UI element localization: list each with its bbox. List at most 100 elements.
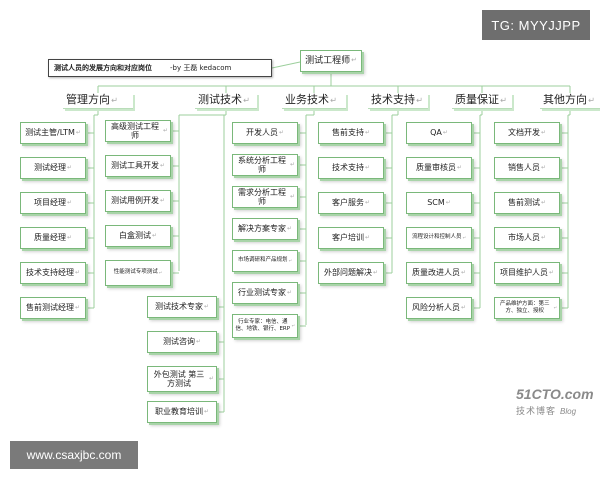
paragraph-mark: ↵	[553, 305, 557, 311]
role-4-4: 客户培训↵	[318, 227, 384, 249]
paragraph-mark: ↵	[364, 198, 371, 206]
role-4-4-text: 客户培训	[331, 233, 364, 243]
role-3-3: 需求分析工程师↵	[232, 186, 298, 208]
paragraph-mark: ↵	[500, 95, 507, 105]
role-2-2: 测试工具开发↵	[105, 155, 171, 177]
role-6-5: 项目维护人员↵	[494, 262, 560, 284]
role-2-extra-2: 测试咨询↵	[147, 331, 217, 353]
paragraph-mark: ↵	[75, 128, 81, 136]
paragraph-mark: ↵	[289, 192, 295, 200]
role-6-5-text: 项目维护人员	[499, 268, 548, 278]
role-3-6-text: 行业测试专家	[237, 288, 286, 298]
role-4-2-text: 技术支持	[331, 163, 364, 173]
role-3-6: 行业测试专家↵	[232, 282, 298, 304]
category-1-text: 管理方向	[66, 93, 110, 106]
category-5-text: 质量保证	[455, 93, 499, 106]
paragraph-mark: ↵	[203, 302, 210, 310]
paragraph-mark: ↵	[540, 198, 547, 206]
role-5-5: 质量改进人员↵	[406, 262, 472, 284]
category-5: 质量保证↵	[452, 93, 512, 109]
paragraph-mark: ↵	[74, 303, 81, 311]
role-6-6: 产品维护方面：第三方、独立、授权↵	[494, 297, 560, 319]
paragraph-mark: ↵	[445, 198, 451, 206]
role-3-7: 行业专家：电信、通信、地铁、银行、ERP↵	[232, 314, 298, 338]
blog-watermark-cn: 技术博客	[516, 406, 557, 416]
role-5-5-text: 质量改进人员	[411, 268, 460, 278]
root-node-text: 测试工程师	[305, 55, 351, 66]
role-6-4: 市场人员↵	[494, 227, 560, 249]
paragraph-mark: ↵	[364, 233, 371, 241]
role-2-1-text: 高级测试工程师	[110, 121, 159, 140]
role-2-extra-2-text: 测试咨询	[162, 337, 195, 347]
root-node: 测试工程师↵	[300, 50, 362, 72]
paragraph-mark: ↵	[162, 126, 168, 134]
tg-watermark: TG: MYYJJPP	[482, 10, 590, 40]
role-1-5: 技术支持经理↵	[20, 262, 86, 284]
category-2: 测试技术↵	[195, 93, 257, 109]
role-4-1: 售前支持↵	[318, 122, 384, 144]
role-2-extra-1: 测试技术专家↵	[147, 296, 217, 318]
paragraph-mark: ↵	[243, 95, 250, 105]
category-2-text: 测试技术	[198, 93, 242, 106]
role-2-extra-3: 外包测试 第三方测试↵	[147, 366, 217, 392]
role-5-6-text: 风险分析人员	[411, 303, 460, 313]
paragraph-mark: ↵	[540, 233, 547, 241]
role-1-3-text: 项目经理	[33, 198, 66, 208]
paragraph-mark: ↵	[548, 268, 555, 276]
role-6-6-text: 产品维护方面：第三方、独立、授权	[500, 300, 550, 314]
diagram-byline: -by 王磊 kedacom	[170, 64, 232, 72]
paragraph-mark: ↵	[66, 198, 73, 206]
paragraph-mark: ↵	[460, 303, 467, 311]
category-6-text: 其他方向	[543, 93, 587, 106]
role-5-3: SCM↵	[406, 192, 472, 214]
role-2-1: 高级测试工程师↵	[105, 120, 171, 142]
role-2-extra-3-text: 外包测试 第三方测试	[153, 369, 205, 388]
role-1-1: 测试主管/LTM↵	[20, 122, 86, 144]
paragraph-mark: ↵	[364, 128, 371, 136]
paragraph-mark: ↵	[286, 288, 293, 296]
diagram-title-box: 测试人员的发展方向和对应岗位 -by 王磊 kedacom	[48, 59, 272, 77]
role-2-4-text: 白盒测试	[118, 231, 151, 241]
paragraph-mark: ↵	[158, 270, 163, 276]
paragraph-mark: ↵	[208, 374, 214, 382]
paragraph-mark: ↵	[159, 161, 166, 169]
role-5-3-text: SCM	[427, 198, 445, 208]
role-2-5-text: 性能测试专项测试	[113, 269, 158, 276]
role-1-6: 售前测试经理↵	[20, 297, 86, 319]
paragraph-mark: ↵	[351, 56, 357, 65]
role-2-extra-4-text: 职业教育培训	[154, 407, 203, 417]
paragraph-mark: ↵	[74, 268, 81, 276]
role-1-5-text: 技术支持经理	[25, 268, 74, 278]
role-5-6: 风险分析人员↵	[406, 297, 472, 319]
paragraph-mark: ↵	[286, 224, 293, 232]
role-6-4-text: 市场人员	[507, 233, 540, 243]
role-4-2: 技术支持↵	[318, 157, 384, 179]
role-1-3: 项目经理↵	[20, 192, 86, 214]
category-4: 技术支持↵	[368, 93, 428, 109]
role-6-2-text: 销售人员	[507, 163, 540, 173]
category-1: 管理方向↵	[63, 93, 133, 109]
role-4-5-text: 外部问题解决	[323, 268, 372, 278]
role-4-1-text: 售前支持	[331, 128, 364, 138]
category-6: 其他方向↵	[540, 93, 600, 109]
paragraph-mark: ↵	[416, 95, 423, 105]
role-5-1: QA↵	[406, 122, 472, 144]
blog-watermark-word: Blog	[560, 407, 577, 416]
role-6-3-text: 售前测试	[507, 198, 540, 208]
role-5-4: 流程设计和控制人员↵	[406, 227, 472, 249]
role-6-3: 售前测试↵	[494, 192, 560, 214]
paragraph-mark: ↵	[291, 323, 295, 329]
paragraph-mark: ↵	[288, 258, 292, 264]
paragraph-mark: ↵	[289, 160, 295, 168]
paragraph-mark: ↵	[66, 163, 73, 171]
paragraph-mark: ↵	[456, 163, 463, 171]
role-6-1: 文档开发↵	[494, 122, 560, 144]
role-3-4: 解决方案专家↵	[232, 218, 298, 240]
diagram-title: 测试人员的发展方向和对应岗位	[54, 64, 152, 72]
role-2-3: 测试用例开发↵	[105, 190, 171, 212]
paragraph-mark: ↵	[195, 337, 202, 345]
paragraph-mark: ↵	[462, 235, 466, 241]
role-3-1: 开发人员↵	[232, 122, 298, 144]
site-watermark: www.csaxjbc.com	[10, 441, 138, 469]
